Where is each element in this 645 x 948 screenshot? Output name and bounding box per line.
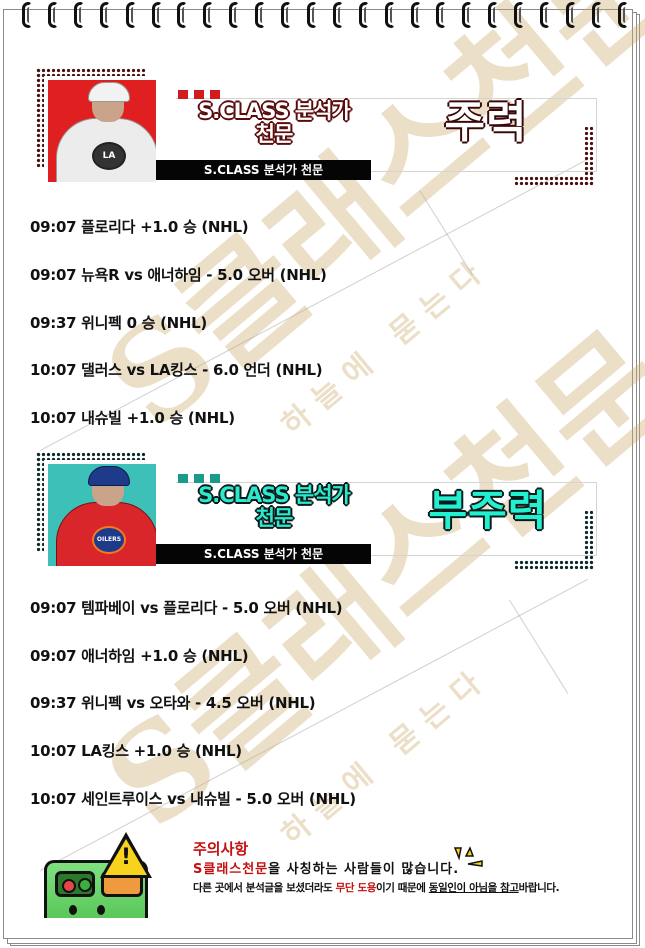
pick-row: 10:07 LA킹스 +1.0 승 (NHL) [30,742,242,760]
notice-warning-text: 무단 도용 [335,882,377,894]
banner-frame [176,482,597,556]
accent-squares [178,474,220,483]
spiral-ring [73,2,84,28]
dot-pattern [584,126,594,186]
notice-text: 바랍니다. [518,882,560,894]
notice-brand: S클래스천문 [193,862,269,877]
headline-line1: S.CLASS 분석가 [198,99,351,123]
pick-row: 10:07 내슈빌 +1.0 승 (NHL) [30,409,235,427]
spiral-ring [514,2,525,28]
pick-row: 09:07 애너하임 +1.0 승 (NHL) [30,647,249,665]
headline-line2: 천문 [255,506,294,530]
spiral-ring [151,2,162,28]
banner-headline: S.CLASS 분석가 천문 [164,484,384,530]
spiral-ring [540,2,550,28]
notice-title: 주의사항 [193,840,249,858]
spiral-ring [488,2,499,28]
banner-subbar: S.CLASS 분석가 천문 [156,544,371,564]
spiral-ring [125,2,136,28]
banner-subbar: S.CLASS 분석가 천문 [156,160,371,180]
pick-row: 09:07 템파베이 vs 플로리다 - 5.0 오버 (NHL) [30,599,343,617]
notice-line1-text: 을 사칭하는 사람들이 많습니다. [268,862,460,877]
dot-pattern [36,68,146,76]
player-photo-oilers: OILERS [48,464,156,566]
pick-row: 09:37 위니펙 vs 오타와 - 4.5 오버 (NHL) [30,694,316,712]
player-photo-kings: LA [48,80,156,182]
spiral-ring [306,2,317,28]
headline-line1: S.CLASS 분석가 [198,483,351,507]
notice-underlined-text: 동일인이 아님을 참고 [428,882,519,894]
spiral-ring [565,2,576,28]
dot-pattern [36,452,146,460]
spiral-ring [358,2,369,28]
banner-frame [176,98,597,172]
spiral-ring [229,2,240,28]
spiral-ring [591,2,602,28]
spiral-ring [436,2,447,28]
pick-category-main: 주력 [444,97,528,148]
spiral-ring [22,2,32,28]
spiral-ring [99,2,110,28]
pick-category-sub: 부주력 [428,486,548,535]
team-logo-oilers: OILERS [92,526,126,554]
team-logo-la: LA [92,142,126,170]
spiral-ring [617,2,628,28]
pick-row: 09:07 플로리다 +1.0 승 (NHL) [30,218,249,236]
notice-text: 이기 때문에 [375,882,429,894]
dot-pattern [584,510,594,570]
sparkle-icon [453,846,483,867]
notice-line2: 다른 곳에서 분석글을 보셨더라도 무단 도용이기 때문에 동일인이 아님을 참… [193,880,560,895]
dot-pattern [36,452,44,552]
spiral-ring [203,2,214,28]
spiral-ring [281,2,291,28]
dot-pattern [514,560,594,570]
banner-headline: S.CLASS 분석가 천문 [164,100,384,146]
pick-row: 09:07 뉴욕R vs 애너하임 - 5.0 오버 (NHL) [30,266,327,284]
dot-pattern [514,176,594,186]
spiral-ring [177,2,188,28]
spiral-ring [462,2,473,28]
spiral-ring [410,2,421,28]
warning-device-icon: ! [44,832,154,918]
headline-line2: 천문 [255,122,294,146]
pick-row: 10:07 댈러스 vs LA킹스 - 6.0 언더 (NHL) [30,361,323,379]
main-pick-banner: LA S.CLASS 분석가 천문 S.CLASS 분석가 천문 주력 [36,68,606,188]
dot-pattern [36,68,44,168]
pick-row: 09:37 위니펙 0 승 (NHL) [30,314,207,332]
pick-row: 10:07 세인트루이스 vs 내슈빌 - 5.0 오버 (NHL) [30,790,356,808]
spiral-ring [384,2,395,28]
notice-text: 다른 곳에서 분석글을 보셨더라도 [193,882,336,894]
spiral-binding [0,0,645,32]
spiral-ring [255,2,266,28]
spiral-ring [47,2,58,28]
notice-line1: S클래스천문을 사칭하는 사람들이 많습니다. [193,858,459,877]
accent-squares [178,90,220,99]
spiral-ring [332,2,343,28]
sub-pick-banner: OILERS S.CLASS 분석가 천문 S.CLASS 분석가 천문 부주력 [36,452,606,572]
